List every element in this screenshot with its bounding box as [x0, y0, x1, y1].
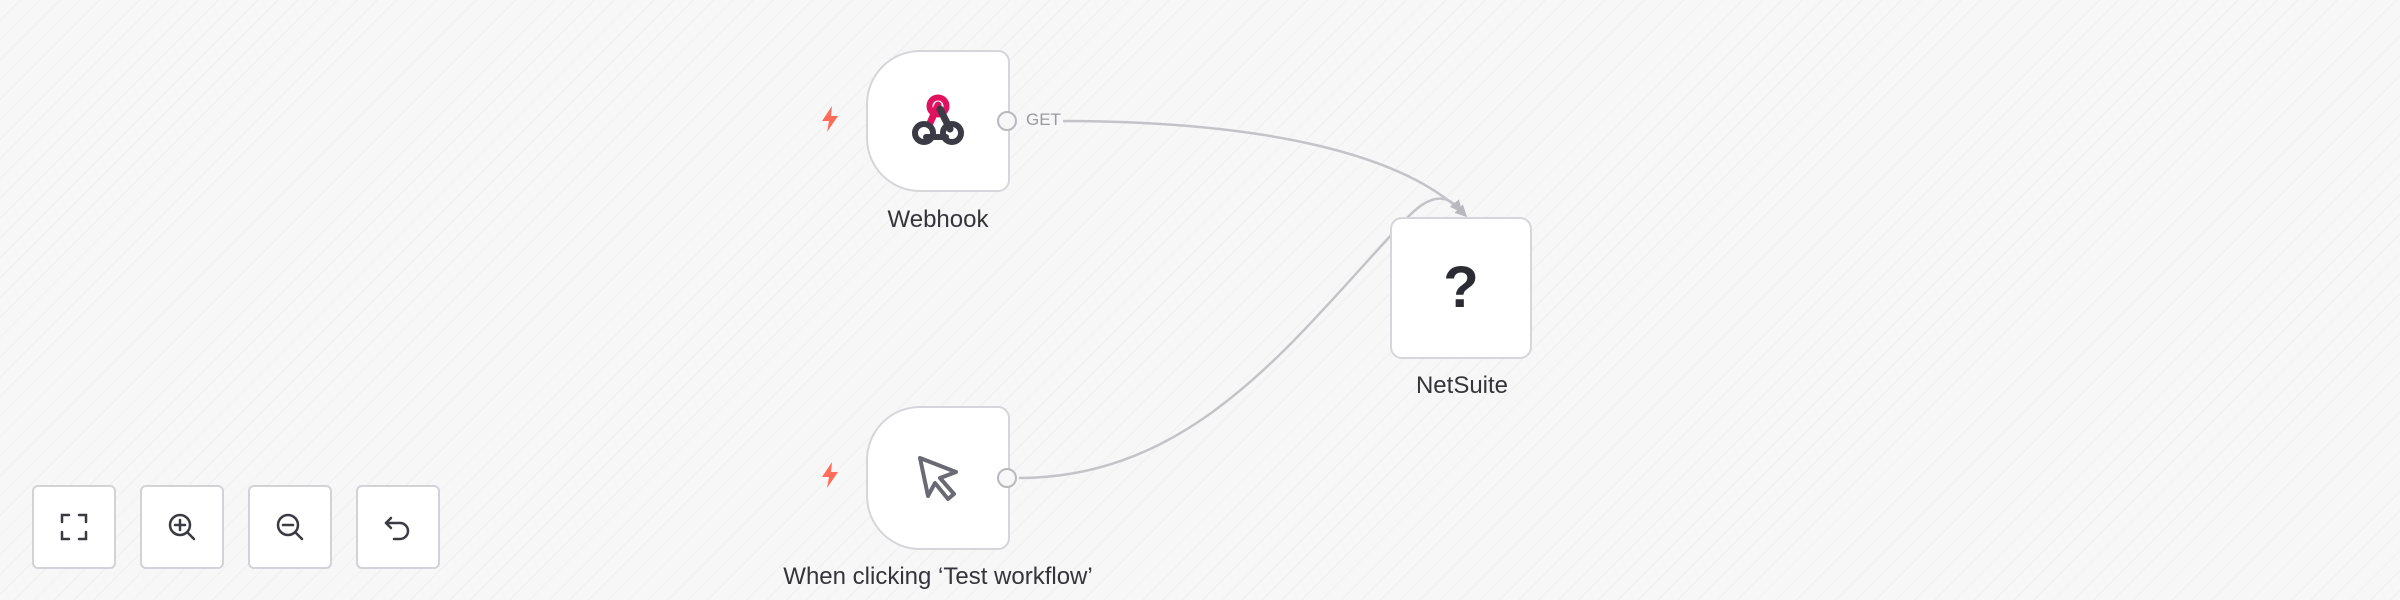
- zoom-in-button[interactable]: [140, 485, 224, 569]
- zoom-out-button[interactable]: [248, 485, 332, 569]
- fit-view-button[interactable]: [32, 485, 116, 569]
- connection-webhook-to-netsuite[interactable]: [1060, 119, 1468, 218]
- fullscreen-icon: [60, 513, 88, 541]
- webhook-node[interactable]: [866, 50, 1010, 192]
- manual-trigger-output-handle[interactable]: [997, 468, 1017, 488]
- trigger-bolt-icon: [822, 106, 838, 132]
- unknown-node-icon: ?: [1443, 255, 1479, 320]
- trigger-bolt-icon: [822, 462, 838, 488]
- cursor-icon: [918, 456, 958, 501]
- webhook-output-label: GET: [1024, 110, 1063, 130]
- zoom-out-icon: [276, 513, 304, 541]
- zoom-in-icon: [168, 513, 196, 541]
- manual-trigger-node-label: When clicking ‘Test workflow’: [783, 563, 1093, 590]
- reset-zoom-button[interactable]: [356, 485, 440, 569]
- webhook-output-handle[interactable]: [997, 111, 1017, 131]
- netsuite-node-label: NetSuite: [1415, 372, 1509, 399]
- undo-icon: [384, 516, 410, 541]
- connection-manual-to-netsuite[interactable]: [1018, 197, 1462, 480]
- webhook-node-label: Webhook: [887, 206, 989, 233]
- netsuite-node[interactable]: ?: [1390, 217, 1532, 359]
- manual-trigger-node[interactable]: [866, 406, 1010, 550]
- webhook-icon: [912, 94, 964, 145]
